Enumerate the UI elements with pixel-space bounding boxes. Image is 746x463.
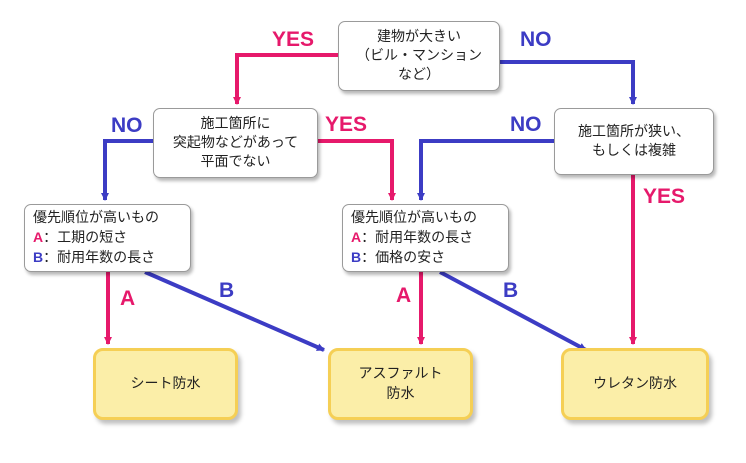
decision-narrow-complex: 施工箇所が狭い、 もしくは複雑 xyxy=(554,108,714,175)
label-narrow-yes: YES xyxy=(643,185,686,208)
priority-key: B xyxy=(33,248,44,265)
arrow-area-no xyxy=(101,139,153,201)
decision-text-line: （ビル・マンション xyxy=(356,47,482,64)
decision-text-line: など） xyxy=(398,66,440,83)
result-text-line: ウレタン防水 xyxy=(593,376,677,392)
priority-box-left: 優先順位が高いもの A：工期の短さ B：耐用年数の長さ xyxy=(24,204,191,272)
arrow-start-no xyxy=(500,60,637,105)
result-text-line: シート防水 xyxy=(130,376,201,392)
decision-building-large: 建物が大きい （ビル・マンション など） xyxy=(338,21,500,91)
priority-text: 耐用年数の長さ xyxy=(57,249,156,266)
label-mid-a: A xyxy=(396,284,412,307)
decision-text-line: もしくは複雑 xyxy=(592,142,676,159)
result-urethane-waterproofing: ウレタン防水 xyxy=(561,348,709,420)
arrow-start-yes xyxy=(233,53,338,105)
decision-text-line: 建物が大きい xyxy=(377,28,461,45)
priority-item-a: A：工期の短さ xyxy=(33,228,190,248)
decision-text-line: 平面でない xyxy=(200,153,271,170)
result-text-line: アスファルト xyxy=(358,366,443,382)
priority-item-b: B：耐用年数の長さ xyxy=(33,248,190,268)
result-text-line: 防水 xyxy=(386,386,415,402)
priority-key: B xyxy=(351,248,362,265)
priority-sep: ： xyxy=(361,249,376,266)
result-sheet-waterproofing: シート防水 xyxy=(93,348,238,420)
arrow-area-yes xyxy=(318,139,396,201)
priority-item-b: B：価格の安さ xyxy=(351,248,508,268)
label-left-b: B xyxy=(219,279,235,302)
decision-text-line: 突起物などがあって xyxy=(172,134,299,151)
priority-text: 耐用年数の長さ xyxy=(375,229,474,246)
priority-sep: ： xyxy=(43,229,58,246)
label-narrow-no: NO xyxy=(510,113,542,136)
label-area-yes: YES xyxy=(325,113,368,136)
decision-text-line: 施工箇所が狭い、 xyxy=(578,123,690,140)
arrow-left-b xyxy=(144,270,325,352)
decision-uneven-surface: 施工箇所に 突起物などがあって 平面でない xyxy=(153,108,318,178)
label-area-no: NO xyxy=(111,114,143,137)
priority-text: 価格の安さ xyxy=(375,249,446,266)
priority-key: A xyxy=(33,228,44,245)
label-left-a: A xyxy=(120,287,136,310)
priority-text: 工期の短さ xyxy=(57,229,128,246)
arrow-narrow-no xyxy=(417,139,554,201)
priority-title: 優先順位が高いもの xyxy=(351,209,477,226)
arrow-mid-b xyxy=(439,270,587,352)
priority-sep: ： xyxy=(361,229,376,246)
priority-title: 優先順位が高いもの xyxy=(33,209,159,226)
decision-text-line: 施工箇所に xyxy=(200,115,271,132)
priority-box-middle: 優先順位が高いもの A：耐用年数の長さ B：価格の安さ xyxy=(342,204,509,272)
priority-sep: ： xyxy=(43,249,58,266)
label-start-yes: YES xyxy=(272,28,315,51)
priority-key: A xyxy=(351,228,362,245)
label-start-no: NO xyxy=(520,28,552,51)
priority-item-a: A：耐用年数の長さ xyxy=(351,228,508,248)
label-mid-b: B xyxy=(503,279,519,302)
result-asphalt-waterproofing: アスファルト 防水 xyxy=(328,348,473,420)
